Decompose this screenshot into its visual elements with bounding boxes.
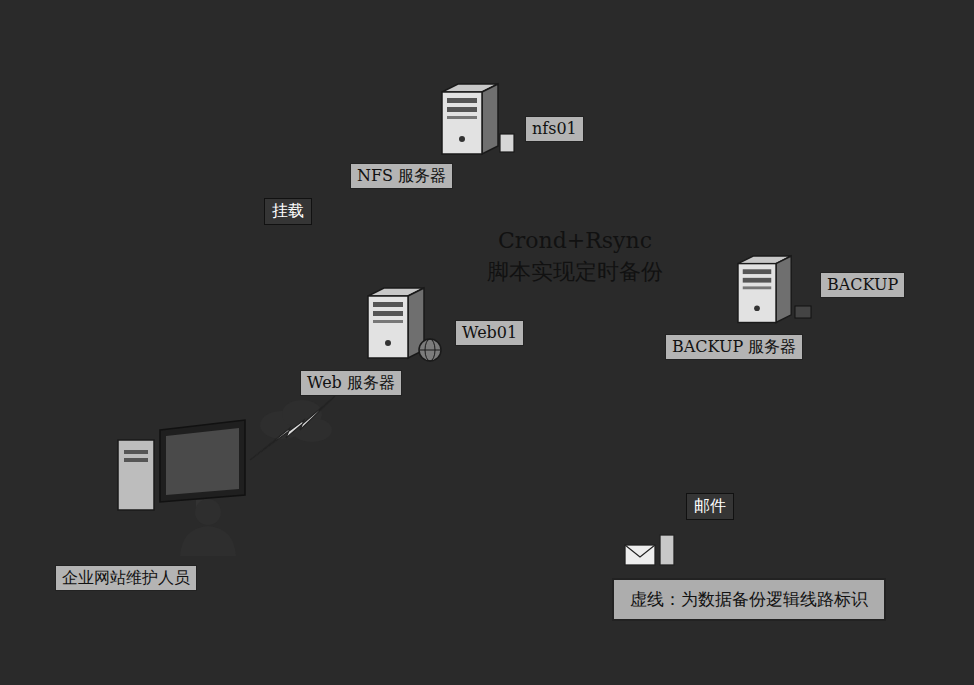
platform-label: 企业网站维护人员 bbox=[55, 565, 197, 591]
center-note: Crond+Rsync 脚本实现定时备份 bbox=[465, 226, 685, 288]
platform-label: BACKUP bbox=[820, 272, 905, 298]
web-server-icon bbox=[368, 288, 441, 361]
server-platform: Web 服务器 Web01 bbox=[280, 295, 545, 420]
workstation-figure bbox=[118, 420, 245, 556]
platform-label: Web01 bbox=[455, 320, 524, 346]
frame-ground bbox=[15, 8, 960, 675]
platform-shape bbox=[330, 88, 630, 213]
platform-label: nfs01 bbox=[525, 116, 584, 142]
flow-connector bbox=[515, 380, 710, 445]
backup-dashed-connector bbox=[630, 113, 925, 250]
platform-label: BACKUP 服务器 bbox=[665, 334, 803, 360]
edge-label: 邮件 bbox=[686, 493, 734, 520]
platform-label: NFS 服务器 bbox=[350, 163, 453, 189]
server-platform: NFS 服务器 nfs01 bbox=[330, 88, 630, 213]
platform-label: Web 服务器 bbox=[300, 370, 402, 396]
edge-label: 挂载 bbox=[264, 198, 312, 225]
backup-server-icon bbox=[738, 256, 811, 323]
flow-connector bbox=[520, 62, 892, 250]
platform-shape bbox=[650, 250, 916, 380]
flow-connector bbox=[245, 158, 330, 295]
mail-icon bbox=[625, 535, 674, 565]
nfs-server-icon bbox=[442, 84, 514, 154]
flow-connector bbox=[285, 380, 890, 665]
staff-platform: 企业网站维护人员 bbox=[35, 410, 345, 600]
network-cloud bbox=[250, 396, 335, 460]
backup-dashed-connector bbox=[455, 380, 735, 468]
legend-note: 虚线：为数据备份逻辑线路标识 bbox=[612, 578, 886, 621]
server-platform: BACKUP 服务器 BACKUP bbox=[650, 250, 916, 380]
platform-shape bbox=[280, 295, 545, 420]
